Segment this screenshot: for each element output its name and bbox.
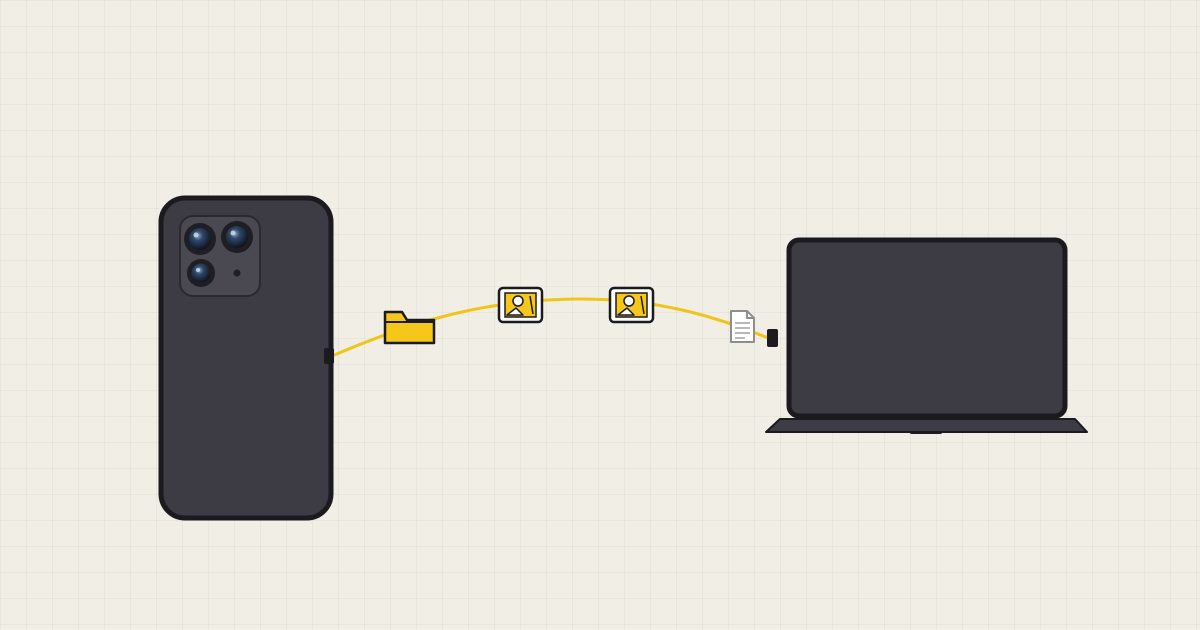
phone-port <box>324 348 334 364</box>
phone <box>158 195 334 521</box>
camera-module <box>179 215 261 297</box>
laptop-port <box>767 329 778 347</box>
folder-icon <box>383 310 436 345</box>
image-icon <box>608 286 655 324</box>
flash-icon <box>233 269 241 277</box>
image-icon <box>497 286 544 324</box>
document-icon <box>730 310 755 343</box>
laptop <box>765 237 1088 434</box>
laptop-base <box>765 418 1088 433</box>
